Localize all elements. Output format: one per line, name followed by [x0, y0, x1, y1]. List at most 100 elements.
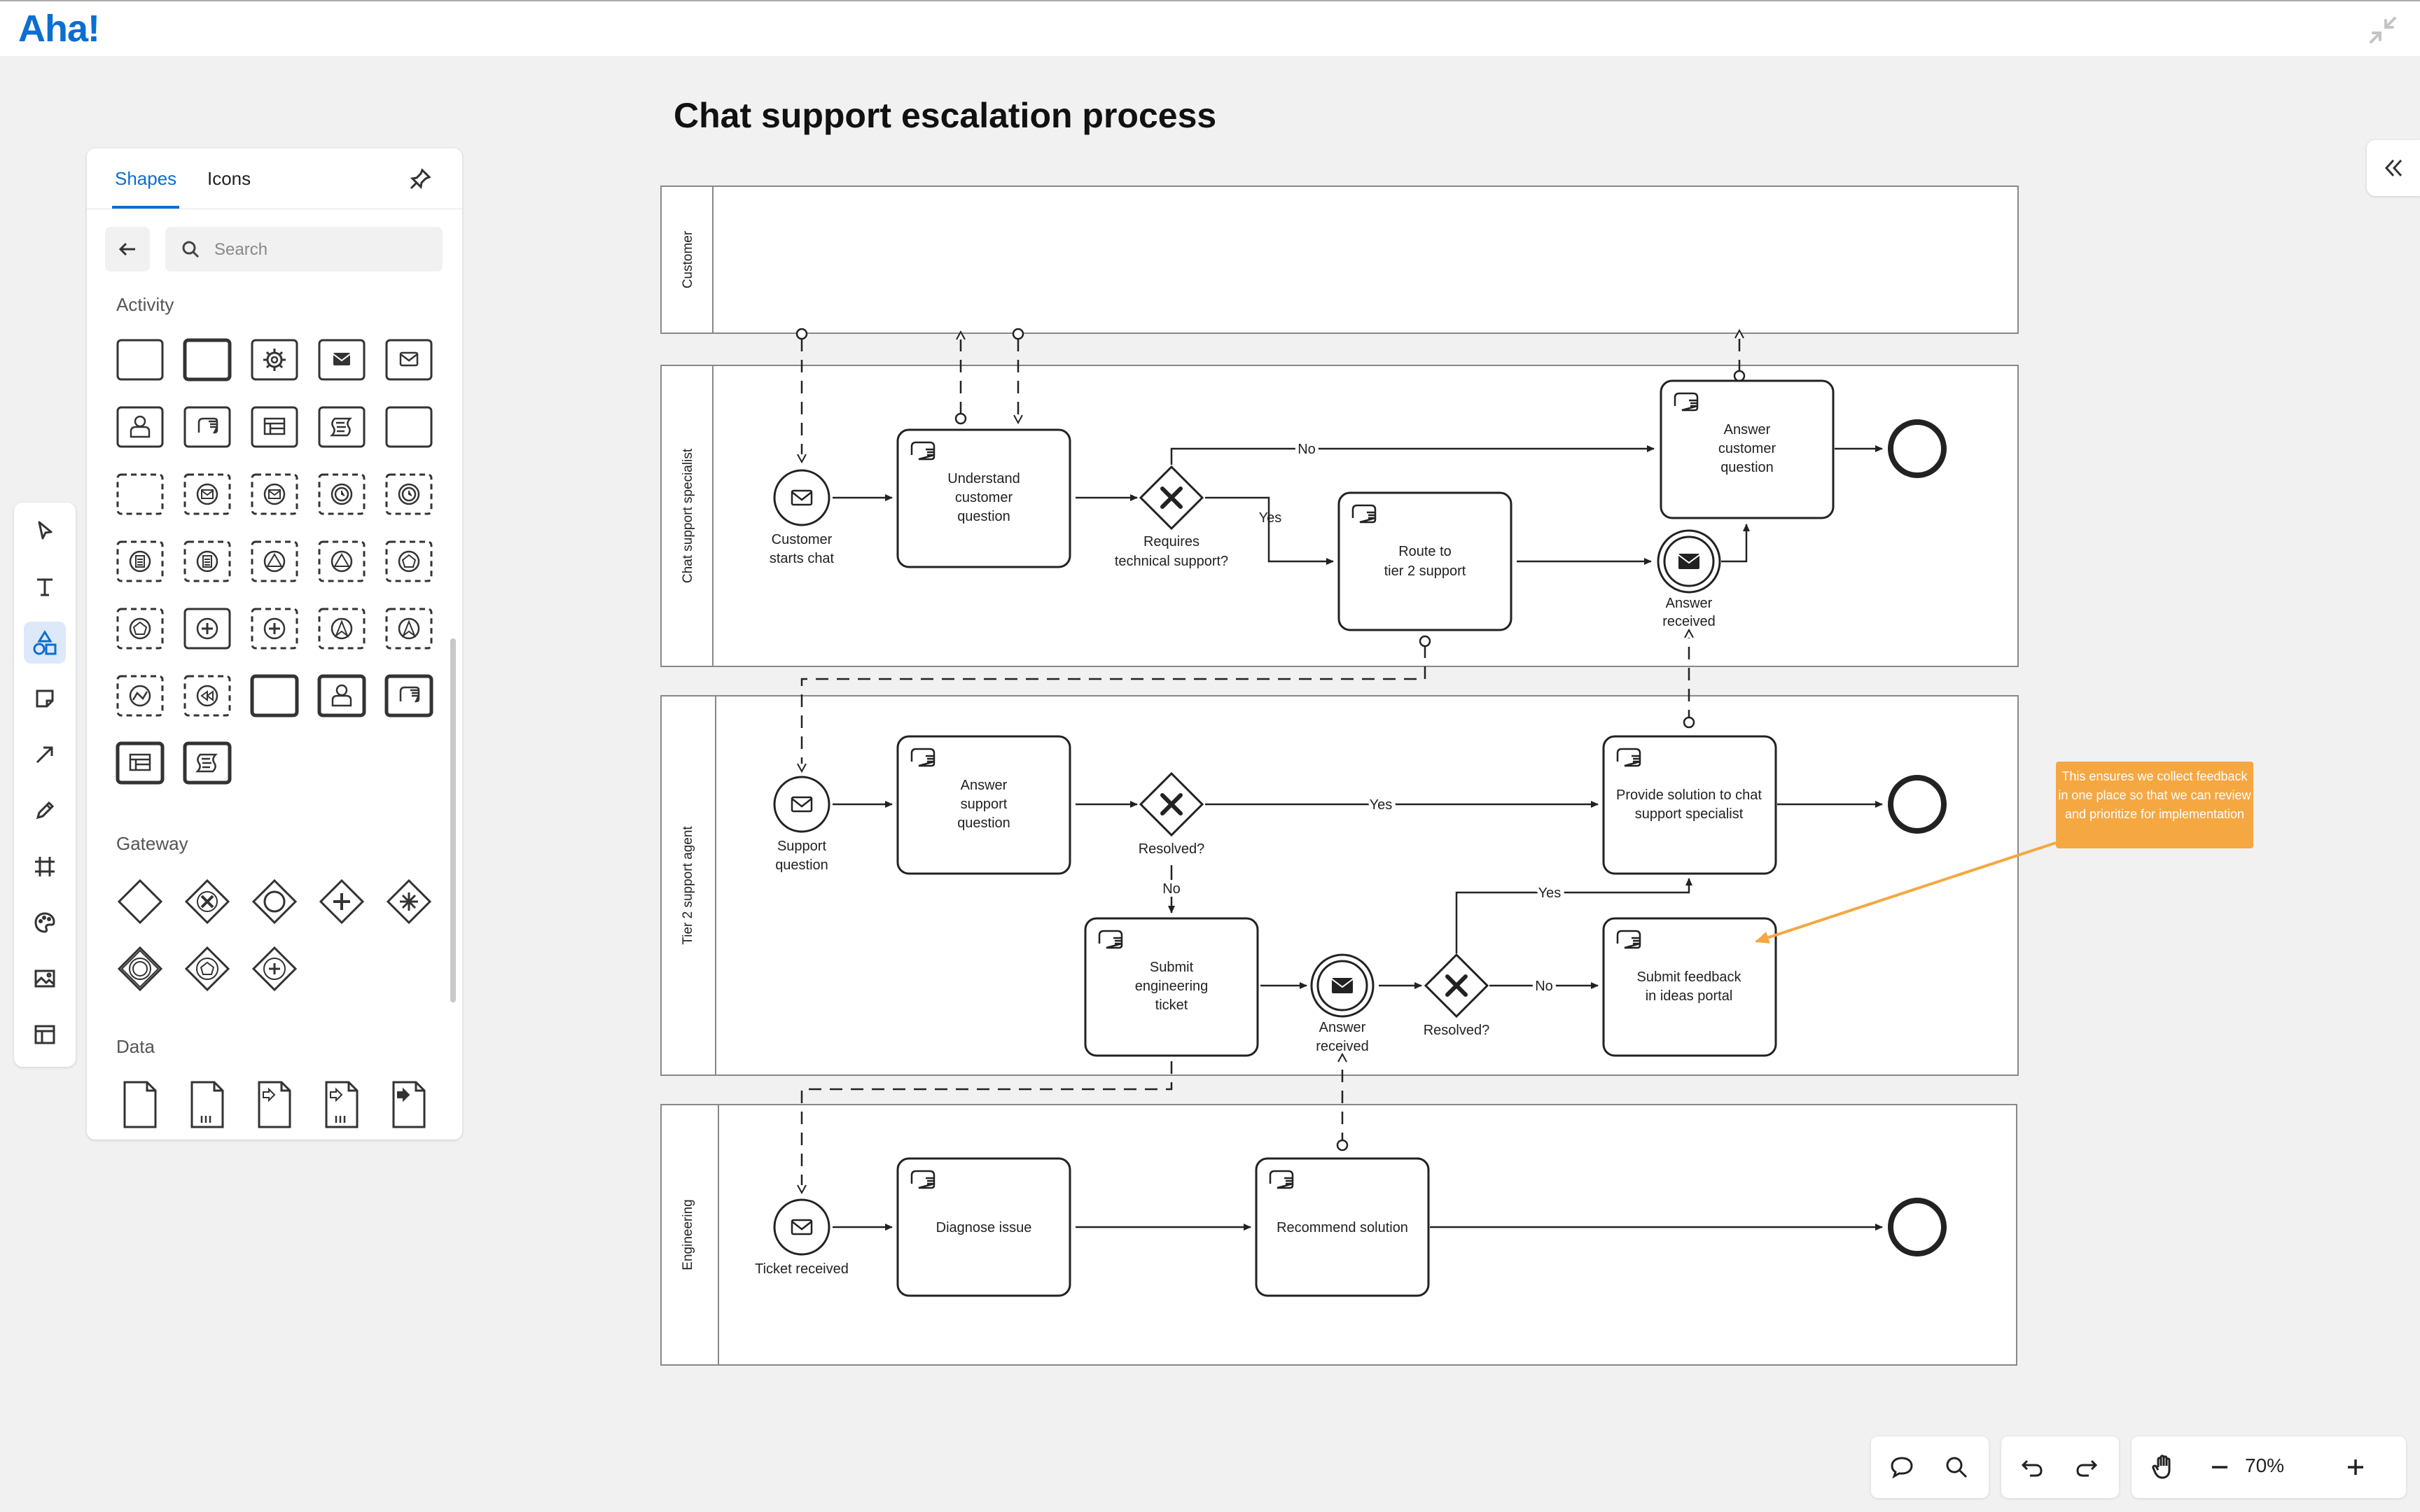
zoom-out-button[interactable]: [2199, 1446, 2241, 1488]
activity-shape-script-thick[interactable]: [179, 735, 235, 791]
activity-shape-penta-dashed[interactable]: [112, 601, 168, 657]
activity-shape-receive[interactable]: [381, 332, 437, 388]
activity-shape-penta-dashed[interactable]: [381, 533, 437, 589]
style-tool[interactable]: [24, 902, 66, 944]
svg-text:Diagnose issue: Diagnose issue: [936, 1220, 1032, 1236]
activity-shape-timer-dashed[interactable]: [314, 466, 370, 522]
activity-shape-esc-dashed[interactable]: [314, 601, 370, 657]
active-tab-indicator: [112, 206, 179, 209]
exit-fullscreen-icon[interactable]: [2367, 14, 2399, 46]
gateway-x-icons: [1160, 486, 1468, 997]
search-button[interactable]: [1935, 1446, 1977, 1488]
frame-tool[interactable]: [24, 846, 66, 888]
svg-text:Understand: Understand: [947, 471, 1020, 486]
hand-icon: [1616, 930, 1641, 949]
back-button[interactable]: [105, 227, 150, 272]
gateway-shape-gw[interactable]: [112, 874, 168, 930]
data-shape-doc-out[interactable]: [381, 1077, 437, 1133]
undo-button[interactable]: [2011, 1446, 2053, 1488]
activity-shape-cond-dashed[interactable]: [179, 533, 235, 589]
activity-shape-comp-dashed[interactable]: [179, 668, 235, 724]
activity-shape-task-thick[interactable]: [179, 332, 235, 388]
image-tool[interactable]: [24, 958, 66, 1000]
activity-shape-manual-thick[interactable]: [381, 668, 437, 724]
zoom-in-button[interactable]: [2335, 1446, 2377, 1488]
activity-shape-business-rule[interactable]: [246, 399, 302, 455]
activity-shape-link-dashed[interactable]: [112, 668, 168, 724]
gateway-shape-gw-star[interactable]: [381, 874, 437, 930]
svg-text:question: question: [775, 858, 828, 873]
pen-tool[interactable]: [24, 790, 66, 832]
lane-tier-2-support-agent[interactable]: Tier 2 support agent: [660, 695, 2019, 1076]
gateway-shape-gw-penta[interactable]: [179, 941, 235, 997]
envelope-filled-icons: [1330, 552, 1701, 995]
activity-shape-msg-dashed[interactable]: [179, 466, 235, 522]
image-icon: [34, 969, 55, 988]
activity-shape-plus-circle[interactable]: [179, 601, 235, 657]
palette-icon: [34, 912, 55, 933]
activity-shape-business-thick[interactable]: [112, 735, 168, 791]
search-box[interactable]: [165, 227, 443, 273]
aha-logo[interactable]: Aha!: [18, 8, 100, 50]
diagram-title[interactable]: Chat support escalation process: [674, 96, 1217, 135]
select-tool[interactable]: [24, 510, 66, 552]
activities[interactable]: [896, 379, 1835, 1297]
activity-shape-task[interactable]: [381, 399, 437, 455]
pin-icon[interactable]: [408, 167, 433, 195]
search-icon: [182, 241, 200, 258]
start-events[interactable]: [773, 469, 830, 1256]
gateway-shape-gw-plus[interactable]: [314, 874, 370, 930]
activity-shape-dashed[interactable]: [112, 466, 168, 522]
search-input[interactable]: [213, 227, 433, 273]
annotation-note[interactable]: This ensures we collect feedback in one …: [2056, 762, 2253, 848]
redo-button[interactable]: [2066, 1446, 2108, 1488]
comment-button[interactable]: [1881, 1446, 1923, 1488]
hand-icon: [1098, 930, 1123, 949]
activity-shape-user-thick[interactable]: [314, 668, 370, 724]
task-route: [1337, 491, 1512, 631]
expand-right-panel-button[interactable]: [2367, 140, 2420, 196]
gateway-shape-gw-x[interactable]: [179, 874, 235, 930]
gateway-shape-gw-plus-c[interactable]: [246, 941, 302, 997]
gateway-shape-gw-o[interactable]: [246, 874, 302, 930]
shapes-icon: [33, 630, 57, 655]
activity-shape-user[interactable]: [112, 399, 168, 455]
shapes-tool[interactable]: [24, 622, 66, 664]
activity-shape-signal-dashed[interactable]: [246, 533, 302, 589]
manual-task-icons: [910, 392, 1699, 1189]
end-events[interactable]: [1888, 419, 1947, 1256]
svg-text:Submit feedback: Submit feedback: [1637, 969, 1742, 985]
sticky-note-tool[interactable]: [24, 678, 66, 720]
activity-shape-task[interactable]: [112, 332, 168, 388]
activity-shape-timer-dashed[interactable]: [381, 466, 437, 522]
activity-shape-task-thick[interactable]: [246, 668, 302, 724]
data-shape-doc-col-in[interactable]: [314, 1077, 370, 1133]
data-shape-doc-col[interactable]: [179, 1077, 235, 1133]
panel-scrollbar[interactable]: [450, 638, 456, 1002]
connector-tool[interactable]: [24, 734, 66, 776]
template-tool[interactable]: [24, 1014, 66, 1056]
activity-shape-signal-dashed[interactable]: [314, 533, 370, 589]
gateway-shape-gw-dbl[interactable]: [112, 941, 168, 997]
lane-customer[interactable]: Customer: [660, 186, 2019, 334]
pan-button[interactable]: [2143, 1446, 2185, 1488]
svg-text:Resolved?: Resolved?: [1139, 841, 1205, 857]
activity-shape-esc-dashed[interactable]: [381, 601, 437, 657]
tab-icons[interactable]: Icons: [207, 168, 251, 189]
section-activity-title: Activity: [116, 294, 174, 315]
text-tool[interactable]: [24, 566, 66, 608]
section-data-title: Data: [116, 1036, 155, 1057]
zoom-level[interactable]: 70%: [2245, 1455, 2285, 1476]
tab-shapes[interactable]: Shapes: [115, 168, 177, 189]
lane-label-chat-support: Chat support specialist: [681, 448, 695, 583]
activity-shape-plus-dashed[interactable]: [246, 601, 302, 657]
data-shape-doc[interactable]: [112, 1077, 168, 1133]
data-shape-doc-in[interactable]: [246, 1077, 302, 1133]
activity-shape-script[interactable]: [314, 399, 370, 455]
activity-shape-send[interactable]: [314, 332, 370, 388]
activity-shape-cond-dashed[interactable]: [112, 533, 168, 589]
activity-shape-msg-dashed[interactable]: [246, 466, 302, 522]
activity-shape-manual[interactable]: [179, 399, 235, 455]
activity-shape-service[interactable]: [246, 332, 302, 388]
